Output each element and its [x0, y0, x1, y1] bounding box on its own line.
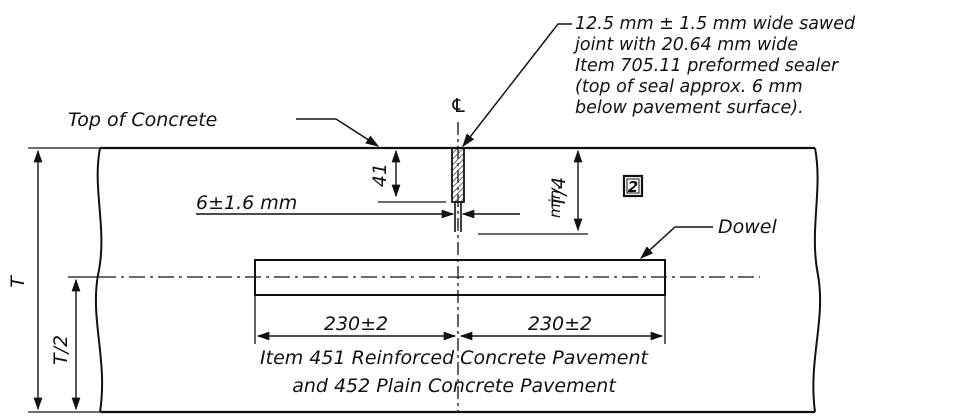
quarter-depth-min-label: min.: [546, 185, 564, 218]
svg-text:12.5 mm ± 1.5 mm wide sawed: 12.5 mm ± 1.5 mm wide sawed: [575, 14, 856, 34]
gap-width-dimension: 6±1.6 mm: [196, 192, 520, 219]
svg-text:(top of seal approx. 6 mm: (top of seal approx. 6 mm: [575, 77, 803, 97]
thickness-label: T: [7, 275, 29, 288]
dowel-right-length-label: 230±2: [528, 313, 592, 335]
dowel-leader: [640, 226, 713, 259]
note-box-label: 2: [628, 178, 638, 196]
top-of-concrete-leader: [296, 118, 380, 147]
joint-note-leader: [462, 23, 572, 148]
joint-note: 12.5 mm ± 1.5 mm wide sawed joint with 2…: [573, 14, 856, 118]
dowel-left-length-label: 230±2: [324, 313, 388, 335]
seal-depth-dimension: 41: [369, 149, 446, 203]
centerline-symbol: ℄: [450, 95, 467, 117]
dowel-bar: [254, 259, 666, 296]
right-break-line: [812, 147, 822, 413]
gap-width-label: 6±1.6 mm: [196, 192, 297, 214]
item-line-2: and 452 Plain Concrete Pavement: [292, 375, 617, 397]
dowel-label: Dowel: [718, 216, 777, 238]
seal-depth-label: 41: [369, 163, 391, 187]
dowel-length-dimension: 230±2 230±2: [254, 296, 666, 344]
quarter-depth-label: T/4: [548, 177, 570, 207]
top-of-concrete-label: Top of Concrete: [68, 109, 217, 131]
thickness-dimension: T: [7, 147, 100, 413]
quarter-depth-dimension: T/4 min.: [478, 149, 588, 235]
half-thickness-dimension: T/2: [50, 276, 100, 411]
note-box: 2: [622, 174, 644, 198]
preformed-sealer: [451, 147, 465, 203]
svg-text:Item 705.11 preformed sealer: Item 705.11 preformed sealer: [575, 56, 840, 76]
item-line-1: Item 451 Reinforced Concrete Pavement: [260, 347, 650, 369]
half-thickness-label: T/2: [50, 335, 72, 365]
svg-text:below pavement surface).: below pavement surface).: [575, 98, 804, 118]
left-break-line: [94, 147, 104, 413]
svg-text:joint with 20.64 mm wide: joint with 20.64 mm wide: [573, 35, 798, 55]
